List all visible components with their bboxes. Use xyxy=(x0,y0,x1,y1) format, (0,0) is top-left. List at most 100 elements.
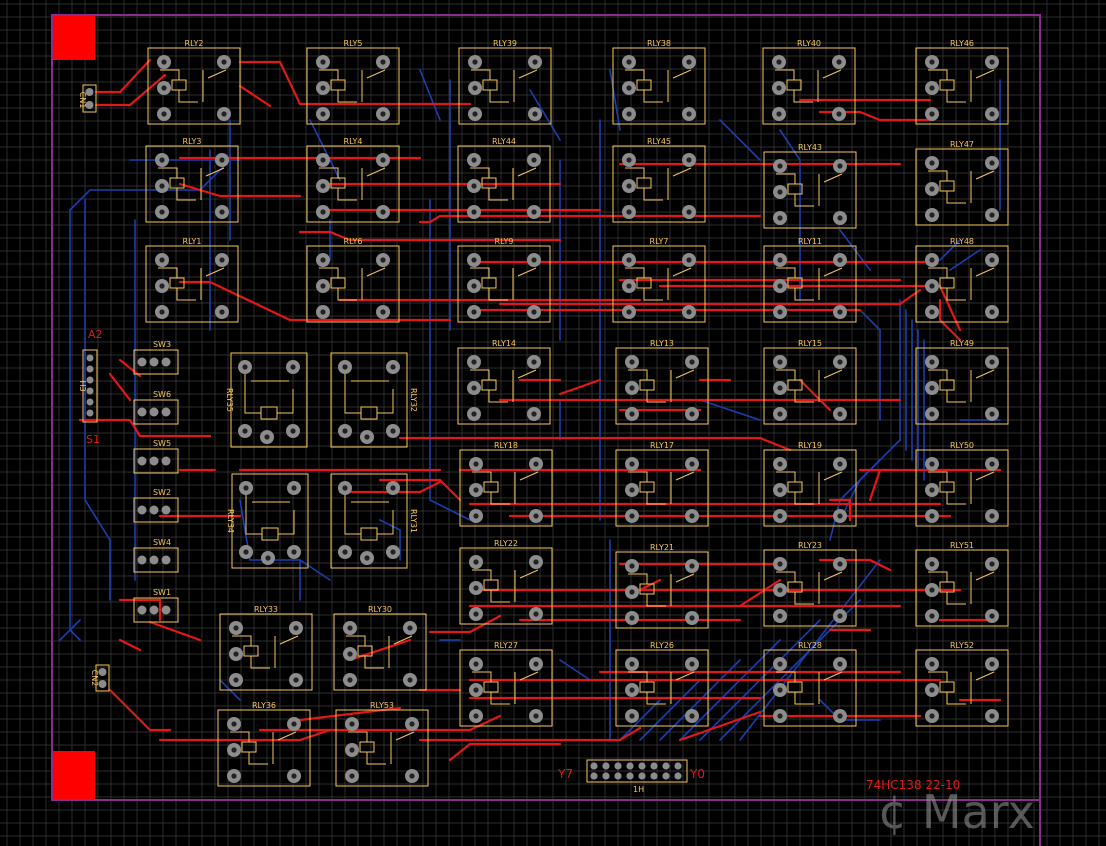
relay-label: RLY22 xyxy=(494,539,518,548)
relay-label: RLY44 xyxy=(492,137,516,146)
relay-label: RLY14 xyxy=(492,339,516,348)
header-h3-label: H3 xyxy=(78,380,87,391)
switch-label: SW4 xyxy=(153,538,171,547)
header-h3-top-label: A2 xyxy=(88,328,103,341)
relay-label: RLY15 xyxy=(798,339,822,348)
relay-label: RLY48 xyxy=(950,237,974,246)
relay-label: RLY9 xyxy=(495,237,514,246)
connector-cn2: CN2 xyxy=(90,664,110,692)
relay-rly19: RLY19 xyxy=(763,441,857,527)
relay-label: RLY33 xyxy=(254,605,278,614)
relay-rly3: RLY3 xyxy=(145,137,239,223)
relay-label: RLY2 xyxy=(185,39,204,48)
relay-label: RLY26 xyxy=(650,641,674,650)
relay-rly13: RLY13 xyxy=(615,339,709,425)
header-h3: H3 A2 S1 xyxy=(78,328,103,446)
relay-rly38: RLY38 xyxy=(612,39,706,125)
relay-label: RLY19 xyxy=(798,441,822,450)
relay-label: RLY53 xyxy=(370,701,394,710)
relay-rly53: RLY53 xyxy=(335,701,429,787)
relay-rly39: RLY39 xyxy=(458,39,552,125)
switch-label: SW5 xyxy=(153,439,171,448)
relay-label: RLY36 xyxy=(252,701,276,710)
relay-label: RLY6 xyxy=(344,237,363,246)
connector-cn2-label: CN2 xyxy=(90,670,99,687)
board-annotation: 74HC138 22-10 xyxy=(866,778,960,792)
corner-mount-pad-bottom-left xyxy=(53,751,95,799)
relay-label: RLY1 xyxy=(183,237,202,246)
relay-rly50: RLY50 xyxy=(915,441,1009,527)
relay-label: RLY46 xyxy=(950,39,974,48)
relay-rly2: RLY2 xyxy=(147,39,241,125)
relay-rly51: RLY51 xyxy=(915,541,1009,627)
header-h3-bottom-label: S1 xyxy=(86,433,100,446)
relay-rly33: RLY33 xyxy=(219,605,313,691)
connector-cn1: CN1 xyxy=(78,84,97,113)
header-y7-label: Y7 xyxy=(557,767,573,781)
relay-rly47: RLY47 xyxy=(915,140,1009,226)
relay-rly45: RLY45 xyxy=(612,137,706,223)
relay-rly27: RLY27 xyxy=(459,641,553,727)
relay-rly46: RLY46 xyxy=(915,39,1009,125)
header-1h-label: 1H xyxy=(633,785,644,794)
relay-rly28: RLY28 xyxy=(763,641,857,727)
relay-label: RLY11 xyxy=(798,237,822,246)
watermark: ¢ Marx xyxy=(878,785,1035,839)
relay-rly34: RLY34 xyxy=(226,473,309,569)
relay-label: RLY49 xyxy=(950,339,974,348)
relay-rly31: RLY31 xyxy=(330,473,418,569)
relay-rly4: RLY4 xyxy=(306,137,400,223)
switch-sw5: SW5 xyxy=(133,439,179,474)
relay-label: RLY39 xyxy=(493,39,517,48)
relay-rly22: RLY22 xyxy=(459,539,553,625)
relay-label: RLY31 xyxy=(409,509,418,533)
relay-label: RLY43 xyxy=(798,143,822,152)
relay-rly40: RLY40 xyxy=(762,39,856,125)
relay-label: RLY17 xyxy=(650,441,674,450)
relay-label: RLY27 xyxy=(494,641,518,650)
relay-label: RLY4 xyxy=(344,137,363,146)
switch-label: SW1 xyxy=(153,588,171,597)
relay-rly23: RLY23 xyxy=(763,541,857,627)
switch-sw4: SW4 xyxy=(133,538,179,573)
relay-rly30: RLY30 xyxy=(333,605,427,691)
header-1h-pins xyxy=(590,762,682,780)
relay-label: RLY30 xyxy=(368,605,392,614)
relay-label: RLY18 xyxy=(494,441,518,450)
relay-label: RLY51 xyxy=(950,541,974,550)
switch-sw6: SW6 xyxy=(133,390,179,425)
relay-rly5: RLY5 xyxy=(306,39,400,125)
switch-sw2: SW2 xyxy=(133,488,179,523)
switch-sw1: SW1 xyxy=(133,588,179,623)
relay-label: RLY3 xyxy=(183,137,202,146)
relay-rly43: RLY43 xyxy=(763,143,857,229)
relay-rly15: RLY15 xyxy=(763,339,857,425)
relay-label: RLY21 xyxy=(650,543,674,552)
switch-sw3: SW3 xyxy=(133,340,179,375)
relay-rly26: RLY26 xyxy=(615,641,709,727)
relay-label: RLY23 xyxy=(798,541,822,550)
connector-cn1-label: CN1 xyxy=(78,92,87,109)
relay-rly1: RLY1 xyxy=(145,237,239,323)
relay-label: RLY35 xyxy=(225,388,234,412)
relay-label: RLY5 xyxy=(344,39,363,48)
switch-label: SW6 xyxy=(153,390,171,399)
relay-rly9: RLY9 xyxy=(457,237,551,323)
relay-label: RLY32 xyxy=(409,388,418,412)
relay-rly11: RLY11 xyxy=(763,237,857,323)
relay-label: RLY28 xyxy=(798,641,822,650)
relay-label: RLY34 xyxy=(226,509,235,533)
switch-label: SW2 xyxy=(153,488,171,497)
relay-label: RLY50 xyxy=(950,441,974,450)
relay-label: RLY45 xyxy=(647,137,671,146)
switch-label: SW3 xyxy=(153,340,171,349)
header-y0-label: Y0 xyxy=(689,767,705,781)
relay-rly52: RLY52 xyxy=(915,641,1009,727)
relay-rly32: RLY32 xyxy=(330,352,418,448)
relay-rly35: RLY35 xyxy=(225,352,308,448)
relay-label: RLY52 xyxy=(950,641,974,650)
